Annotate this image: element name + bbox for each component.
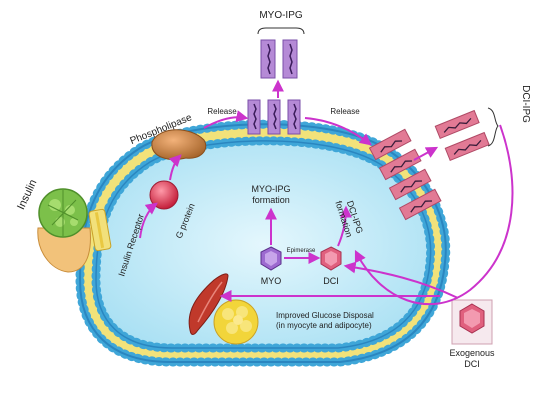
arrow-release-left [203,110,249,129]
phospholipase-enzyme [151,129,207,160]
arrow-dci-to-formation [337,205,352,247]
arrow-release-right [304,117,372,146]
label-insulin: Insulin [15,178,39,212]
arrow-to-dci-ipg-released [413,146,439,161]
g-protein [149,180,179,210]
label-myo: MYO [261,276,282,286]
myo-ipg-cluster-top [257,27,305,79]
label-exogenous-1: Exogenous [449,348,495,358]
label-exogenous-2: DCI [464,359,480,369]
myocyte-graphic [188,273,229,335]
label-epimerase: Epimerase [287,248,316,254]
label-dci: DCI [323,276,339,286]
label-release-right: Release [330,107,360,116]
label-release-left: Release [207,107,237,116]
myo-molecule [260,246,282,271]
pathway-arrows [139,79,514,306]
adipocyte-graphic [213,299,259,345]
insulin-receptor-graphic [88,208,112,252]
label-myo-ipg-formation-1: MYO-IPG [251,184,290,194]
label-glucose-disposal-1: Improved Glucose Disposal [276,311,374,320]
label-dci-ipg: DCI-IPG [520,85,531,123]
arrow-dci-ipg-curve [354,124,514,306]
dci-ipg-cluster-membrane [368,128,442,221]
arrow-receptor-to-gprotein [139,202,158,239]
arrow-exogenous-to-dci [343,261,459,299]
myo-ipg-cluster-membrane [247,99,301,135]
label-myo-ipg-formation-2: formation [252,195,290,205]
arrow-gprotein-to-phospholipase [168,154,182,181]
insulin-molecule [37,188,91,273]
dci-ipg-released [434,107,499,162]
exogenous-dci-box [451,299,493,345]
dci-molecule [320,246,342,271]
label-glucose-disposal-2: (in myocyte and adipocyte) [276,321,372,330]
label-myo-ipg-top: MYO-IPG [259,10,303,21]
